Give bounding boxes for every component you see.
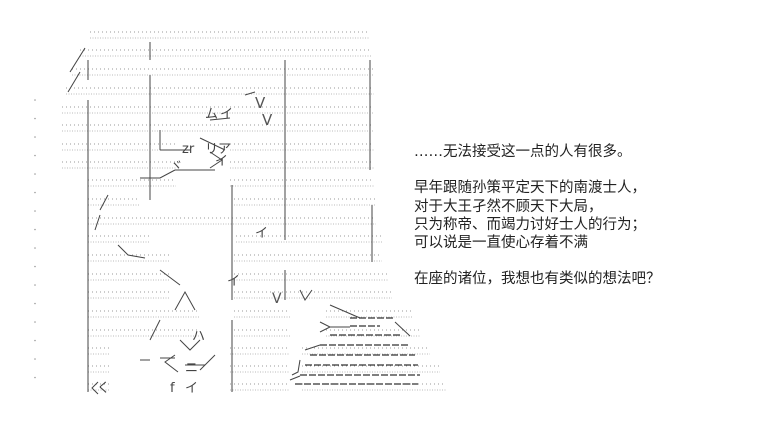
art-stroke (140, 357, 175, 361)
margin-dot (34, 321, 36, 323)
art-glyph: イ (220, 107, 233, 122)
art-stroke (179, 339, 201, 351)
art-glyph: ハ (192, 329, 205, 344)
art-glyph: イ (185, 381, 198, 396)
art-stroke (394, 321, 411, 337)
margin-dot (34, 173, 36, 175)
art-stroke (199, 137, 226, 151)
art-glyph: く (97, 381, 110, 396)
art-glyph: V (255, 94, 266, 112)
art-stroke (164, 354, 179, 373)
art-stroke (140, 169, 176, 179)
art-stroke (209, 151, 223, 169)
art-glyph: f (170, 381, 175, 396)
dialogue-line: ……无法接受这一点的人有很多。 (414, 144, 632, 160)
margin-dot (34, 265, 36, 268)
margin-dot (34, 191, 36, 194)
dialogue-line: 早年跟随孙策平定天下的南渡士人， (414, 180, 646, 197)
art-stroke (209, 117, 231, 121)
art-glyph: イ (255, 226, 268, 241)
art-glyph: ニ (185, 361, 198, 376)
dialogue-text: ……无法接受这一点的人有很多。 早年跟随孙策平定天下的南渡士人， 对于大王孑然不… (414, 143, 661, 289)
margin-dot (34, 210, 36, 212)
margin-dot (34, 117, 36, 120)
dialogue-line: 只为称帝、而竭力讨好士人的行为； (414, 216, 646, 233)
dialogue-line: 在座的诸位，我想也有类似的想法吧？ (414, 271, 661, 288)
margin-dot (34, 247, 36, 249)
art-stroke (291, 359, 301, 376)
art-glyph: イ (227, 274, 240, 289)
art-glyph: zr (182, 142, 195, 157)
art-glyph: V (272, 291, 282, 307)
art-stroke (69, 47, 86, 73)
art-stroke (299, 289, 313, 301)
dialogue-line: 对于大王孑然不顾天下大局， (414, 198, 603, 215)
margin-dot (34, 339, 36, 342)
margin-dot (34, 228, 36, 231)
art-glyph: イ (215, 154, 228, 169)
art-stroke (304, 344, 321, 351)
margin-dot (34, 376, 36, 379)
art-stroke (67, 71, 81, 93)
art-glyph: リア (205, 142, 231, 157)
art-stroke (94, 214, 101, 231)
art-glyph: ヾ (170, 159, 183, 174)
art-stroke (91, 381, 99, 395)
art-stroke (319, 321, 350, 333)
art-glyph: V (262, 111, 273, 129)
art-stroke (149, 319, 161, 341)
margin-dot (34, 154, 36, 157)
art-stroke (244, 91, 256, 96)
art-stroke (99, 194, 109, 211)
art-glyph: ム (205, 107, 218, 122)
art-stroke (199, 354, 216, 371)
margin-dot (34, 136, 36, 138)
art-stroke (174, 290, 196, 311)
art-stroke (159, 269, 181, 286)
dialogue-line: 可以说是一直使心存着不满 (414, 234, 588, 251)
margin-dot (34, 302, 36, 305)
art-stroke (117, 244, 146, 259)
margin-dot (34, 284, 36, 286)
art-stroke (329, 304, 361, 319)
margin-dot (34, 358, 36, 360)
art-stroke (289, 375, 301, 381)
margin-dot (34, 99, 36, 101)
